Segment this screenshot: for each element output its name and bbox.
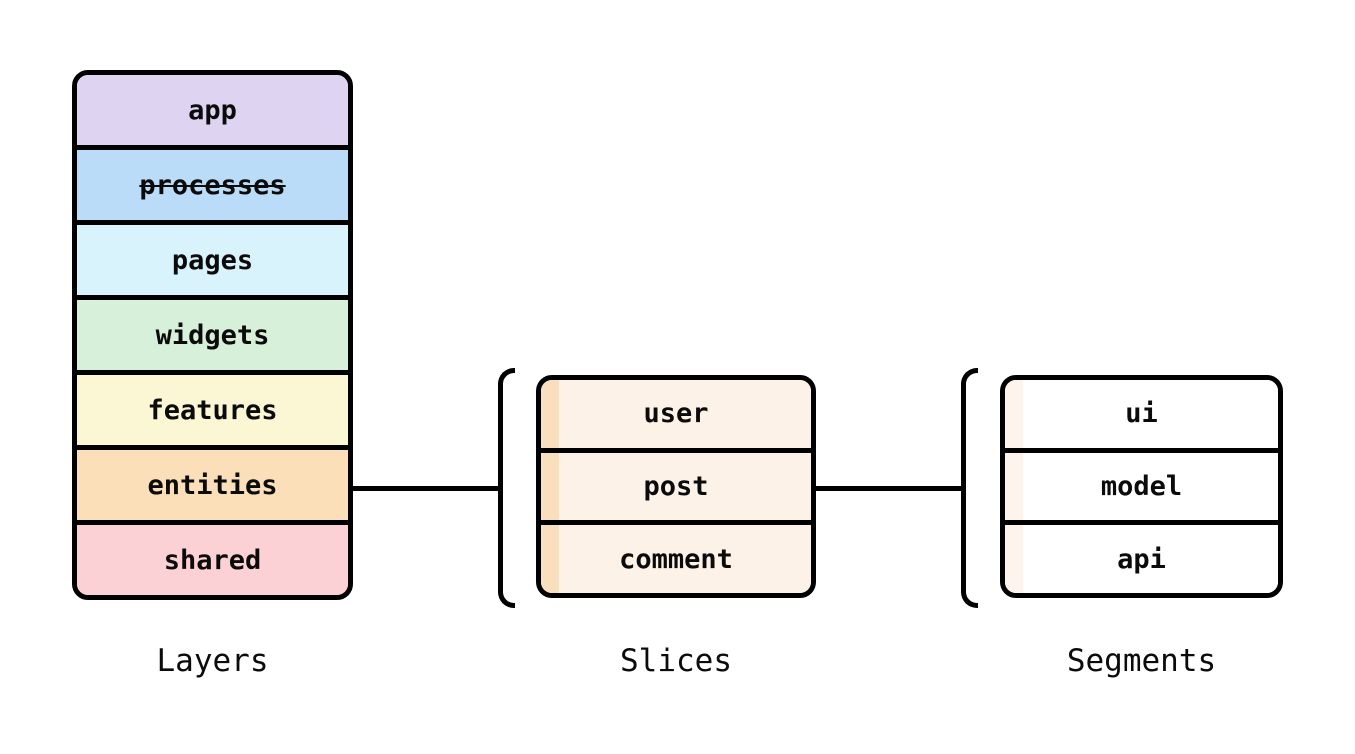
layer-row-shared: shared <box>77 525 348 595</box>
segment-row-ui: ui <box>1005 380 1278 453</box>
segment-label-ui: ui <box>1125 398 1158 430</box>
segment-label-model: model <box>1100 471 1183 502</box>
layer-label-features: features <box>147 394 278 426</box>
slice-label-user: user <box>643 398 709 430</box>
segment-strip <box>1005 452 1023 521</box>
layer-label-app: app <box>188 94 237 126</box>
layer-label-widgets: widgets <box>155 319 270 351</box>
layer-row-features: features <box>77 375 348 450</box>
connector-entities-slices <box>353 486 499 491</box>
layer-row-processes: processes <box>77 150 348 225</box>
slice-row-post: post <box>541 452 811 526</box>
slices-bracket-icon <box>498 368 515 608</box>
segment-row-api: api <box>1005 525 1278 593</box>
connector-slices-segments <box>816 486 966 491</box>
layer-label-pages: pages <box>171 244 254 276</box>
layer-label-processes: processes <box>139 169 286 201</box>
slice-strip <box>541 452 559 521</box>
slice-label-post: post <box>643 471 709 502</box>
layer-label-shared: shared <box>163 544 262 576</box>
slices-box: user post comment <box>536 375 816 598</box>
segment-label-api: api <box>1117 543 1166 575</box>
segment-row-model: model <box>1005 452 1278 526</box>
layers-stack: app processes pages widgets features ent… <box>72 70 353 600</box>
slice-label-comment: comment <box>619 543 733 575</box>
slice-strip <box>541 525 559 593</box>
segment-strip <box>1005 525 1023 593</box>
layer-row-entities: entities <box>77 450 348 525</box>
slice-strip <box>541 380 559 448</box>
segments-bracket-icon <box>961 368 978 608</box>
slice-row-comment: comment <box>541 525 811 593</box>
slice-row-user: user <box>541 380 811 453</box>
segments-caption: Segments <box>1066 643 1217 679</box>
segment-strip <box>1005 380 1023 448</box>
layer-row-widgets: widgets <box>77 300 348 375</box>
layer-row-pages: pages <box>77 225 348 300</box>
layer-row-app: app <box>77 75 348 150</box>
layers-caption: Layers <box>156 643 269 679</box>
layer-label-entities: entities <box>147 469 278 501</box>
slices-caption: Slices <box>620 643 732 679</box>
segments-box: ui model api <box>1000 375 1283 598</box>
